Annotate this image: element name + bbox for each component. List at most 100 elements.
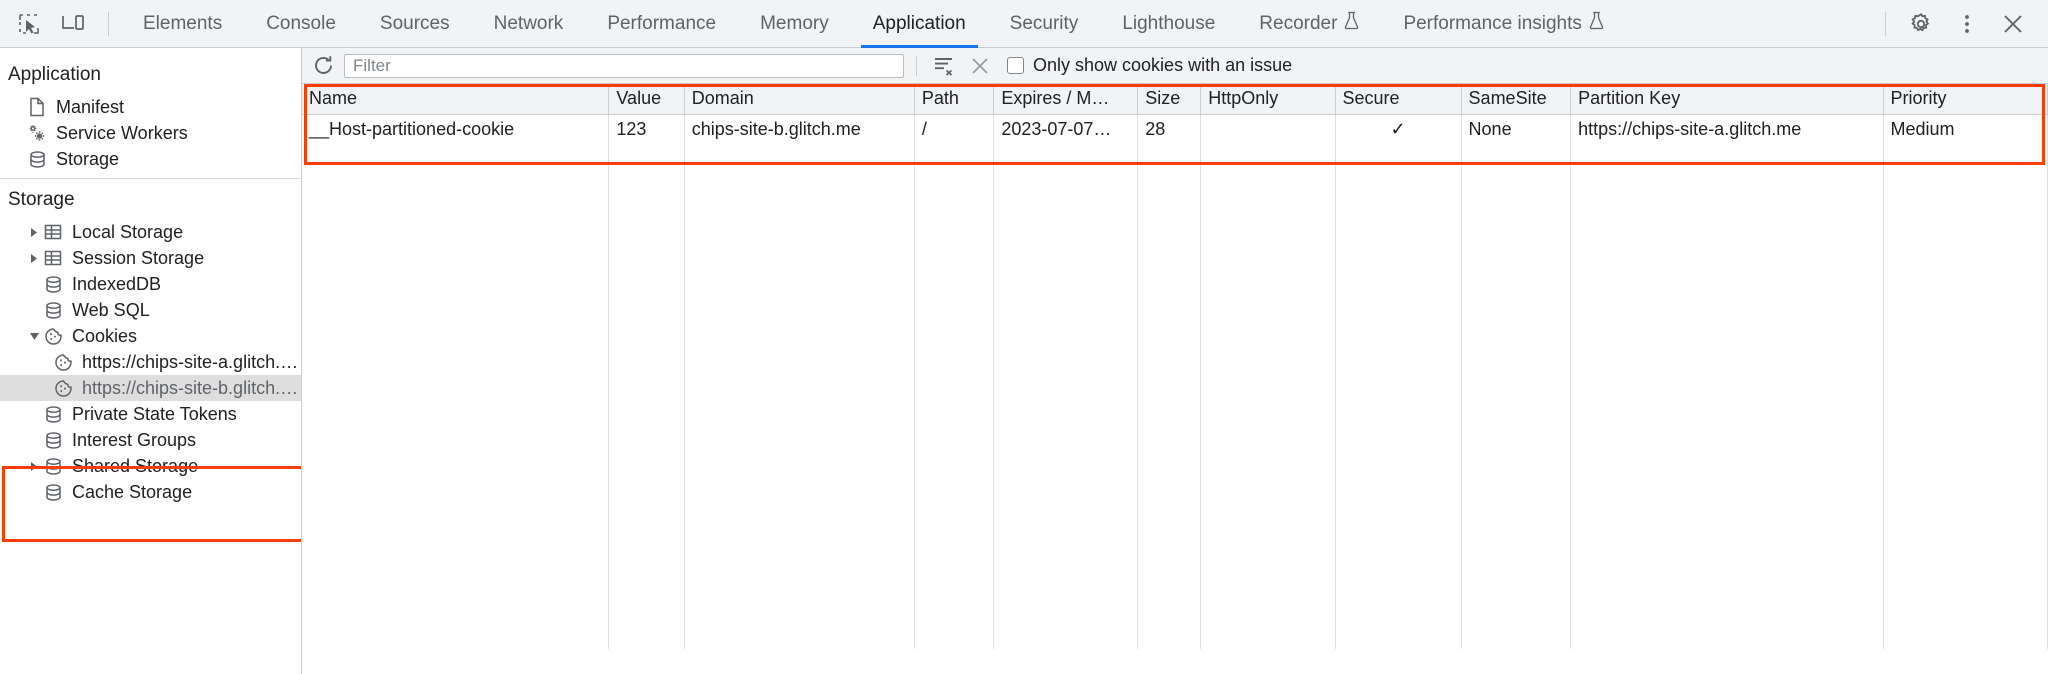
sidebar-item-session-storage[interactable]: Session Storage <box>0 245 301 271</box>
cell-httponly[interactable] <box>1200 114 1336 145</box>
only-show-issues-control[interactable]: Only show cookies with an issue <box>1007 55 1292 76</box>
cookie-icon <box>42 325 64 347</box>
sidebar-item-web-sql[interactable]: Web SQL <box>0 297 301 323</box>
empty-cell <box>684 145 915 649</box>
only-show-issues-checkbox[interactable] <box>1007 57 1024 74</box>
sidebar-item-service-workers[interactable]: Service Workers <box>0 120 301 146</box>
cell-expires[interactable]: 2023-07-07… <box>993 114 1139 145</box>
database-icon <box>42 299 64 321</box>
tab-performance-insights[interactable]: Performance insights <box>1381 0 1625 48</box>
tab-recorder[interactable]: Recorder <box>1237 0 1381 48</box>
tab-network[interactable]: Network <box>472 0 586 48</box>
sidebar-item-label: Interest Groups <box>72 429 197 450</box>
inspect-element-icon[interactable] <box>8 5 50 43</box>
cookies-table: Name Value Domain Path Expires / M… Size… <box>302 84 2048 145</box>
cell-value[interactable]: 123 <box>608 114 685 145</box>
tab-label: Recorder <box>1259 12 1338 34</box>
column-header-samesite[interactable]: SameSite <box>1461 84 1572 115</box>
sidebar-item-label: Session Storage <box>72 247 205 268</box>
tab-console[interactable]: Console <box>244 0 358 48</box>
tab-bar-right-controls <box>1875 5 2048 43</box>
tab-bar-left-controls <box>0 5 121 43</box>
device-toolbar-icon[interactable] <box>52 5 94 43</box>
empty-cell <box>1200 145 1336 649</box>
sidebar-item-label: Service Workers <box>56 122 188 143</box>
empty-cell <box>608 145 685 649</box>
sidebar-item-manifest[interactable]: Manifest <box>0 94 301 120</box>
experiment-flask-icon <box>1344 11 1359 36</box>
tab-label: Performance <box>607 12 717 34</box>
application-sidebar: Application Manifest <box>0 48 302 674</box>
table-icon <box>42 221 64 243</box>
sidebar-item-storage[interactable]: Storage <box>0 146 301 172</box>
tab-memory[interactable]: Memory <box>738 0 851 48</box>
chevron-right-icon[interactable] <box>26 253 42 264</box>
sidebar-item-private-state-tokens[interactable]: Private State Tokens <box>0 401 301 427</box>
sidebar-item-label: https://chips-site-b.glitch.me <box>82 377 301 398</box>
chevron-right-icon[interactable] <box>26 227 42 238</box>
tab-performance[interactable]: Performance <box>585 0 738 48</box>
column-header-size[interactable]: Size <box>1137 84 1202 115</box>
table-header-row: Name Value Domain Path Expires / M… Size… <box>302 84 2048 115</box>
tab-label: Security <box>1009 12 1079 34</box>
column-header-value[interactable]: Value <box>608 84 685 115</box>
tab-sources[interactable]: Sources <box>358 0 472 48</box>
column-header-domain[interactable]: Domain <box>684 84 915 115</box>
panel-tabs: Elements Console Sources Network Perform… <box>121 0 1626 48</box>
clear-filtered-cookies-icon[interactable] <box>929 52 959 80</box>
chevron-right-icon[interactable] <box>26 461 42 472</box>
sidebar-item-cookie-origin-b[interactable]: https://chips-site-b.glitch.me <box>0 375 301 401</box>
sidebar-item-local-storage[interactable]: Local Storage <box>0 219 301 245</box>
empty-cell <box>302 145 610 649</box>
tab-label: Lighthouse <box>1122 12 1216 34</box>
empty-cell <box>993 145 1139 649</box>
tab-label: Application <box>872 12 966 34</box>
filter-input[interactable] <box>344 53 904 78</box>
cell-partition-key[interactable]: https://chips-site-a.glitch.me <box>1570 114 1884 145</box>
cell-size[interactable]: 28 <box>1137 114 1202 145</box>
column-header-path[interactable]: Path <box>914 84 995 115</box>
close-icon[interactable] <box>1992 5 2034 43</box>
cell-domain[interactable]: chips-site-b.glitch.me <box>684 114 915 145</box>
kebab-menu-icon[interactable] <box>1946 5 1988 43</box>
cell-samesite[interactable]: None <box>1461 114 1572 145</box>
empty-cell <box>1883 145 2048 649</box>
sidebar-item-interest-groups[interactable]: Interest Groups <box>0 427 301 453</box>
gear-icon[interactable] <box>1900 5 1942 43</box>
tab-application[interactable]: Application <box>851 0 988 48</box>
column-header-priority[interactable]: Priority <box>1883 84 2048 115</box>
sidebar-divider <box>0 178 301 179</box>
database-icon <box>42 429 64 451</box>
sidebar-item-cookies[interactable]: Cookies <box>0 323 301 349</box>
refresh-icon[interactable] <box>308 52 338 80</box>
column-header-httponly[interactable]: HttpOnly <box>1200 84 1336 115</box>
cookies-table-container: Name Value Domain Path Expires / M… Size… <box>302 84 2048 674</box>
sidebar-section-application-title: Application <box>8 64 101 85</box>
cell-path[interactable]: / <box>914 114 995 145</box>
cell-name[interactable]: __Host-partitioned-cookie <box>302 114 610 145</box>
sidebar-item-label: Private State Tokens <box>72 403 237 424</box>
tab-elements[interactable]: Elements <box>121 0 244 48</box>
sidebar-item-shared-storage[interactable]: Shared Storage <box>0 453 301 479</box>
clear-all-cookies-icon[interactable] <box>965 52 995 80</box>
cell-secure[interactable]: ✓ <box>1335 114 1462 145</box>
cookie-icon <box>52 377 74 399</box>
column-header-partition-key[interactable]: Partition Key <box>1570 84 1884 115</box>
database-icon <box>42 455 64 477</box>
sidebar-item-cache-storage[interactable]: Cache Storage <box>0 479 301 505</box>
cookies-table-scroll[interactable]: Name Value Domain Path Expires / M… Size… <box>302 84 2048 674</box>
empty-cell <box>1335 145 1462 649</box>
cookie-icon <box>52 351 74 373</box>
sidebar-item-indexeddb[interactable]: IndexedDB <box>0 271 301 297</box>
tab-lighthouse[interactable]: Lighthouse <box>1100 0 1237 48</box>
empty-cell <box>1570 145 1884 649</box>
column-header-name[interactable]: Name <box>302 84 610 115</box>
cell-priority[interactable]: Medium <box>1883 114 2048 145</box>
table-row[interactable]: __Host-partitioned-cookie 123 chips-site… <box>302 114 2048 145</box>
tab-security[interactable]: Security <box>988 0 1101 48</box>
sidebar-item-label: Cookies <box>72 325 138 346</box>
column-header-secure[interactable]: Secure <box>1335 84 1462 115</box>
sidebar-item-cookie-origin-a[interactable]: https://chips-site-a.glitch.me <box>0 349 301 375</box>
chevron-down-icon[interactable] <box>26 332 42 341</box>
column-header-expires[interactable]: Expires / M… <box>993 84 1139 115</box>
